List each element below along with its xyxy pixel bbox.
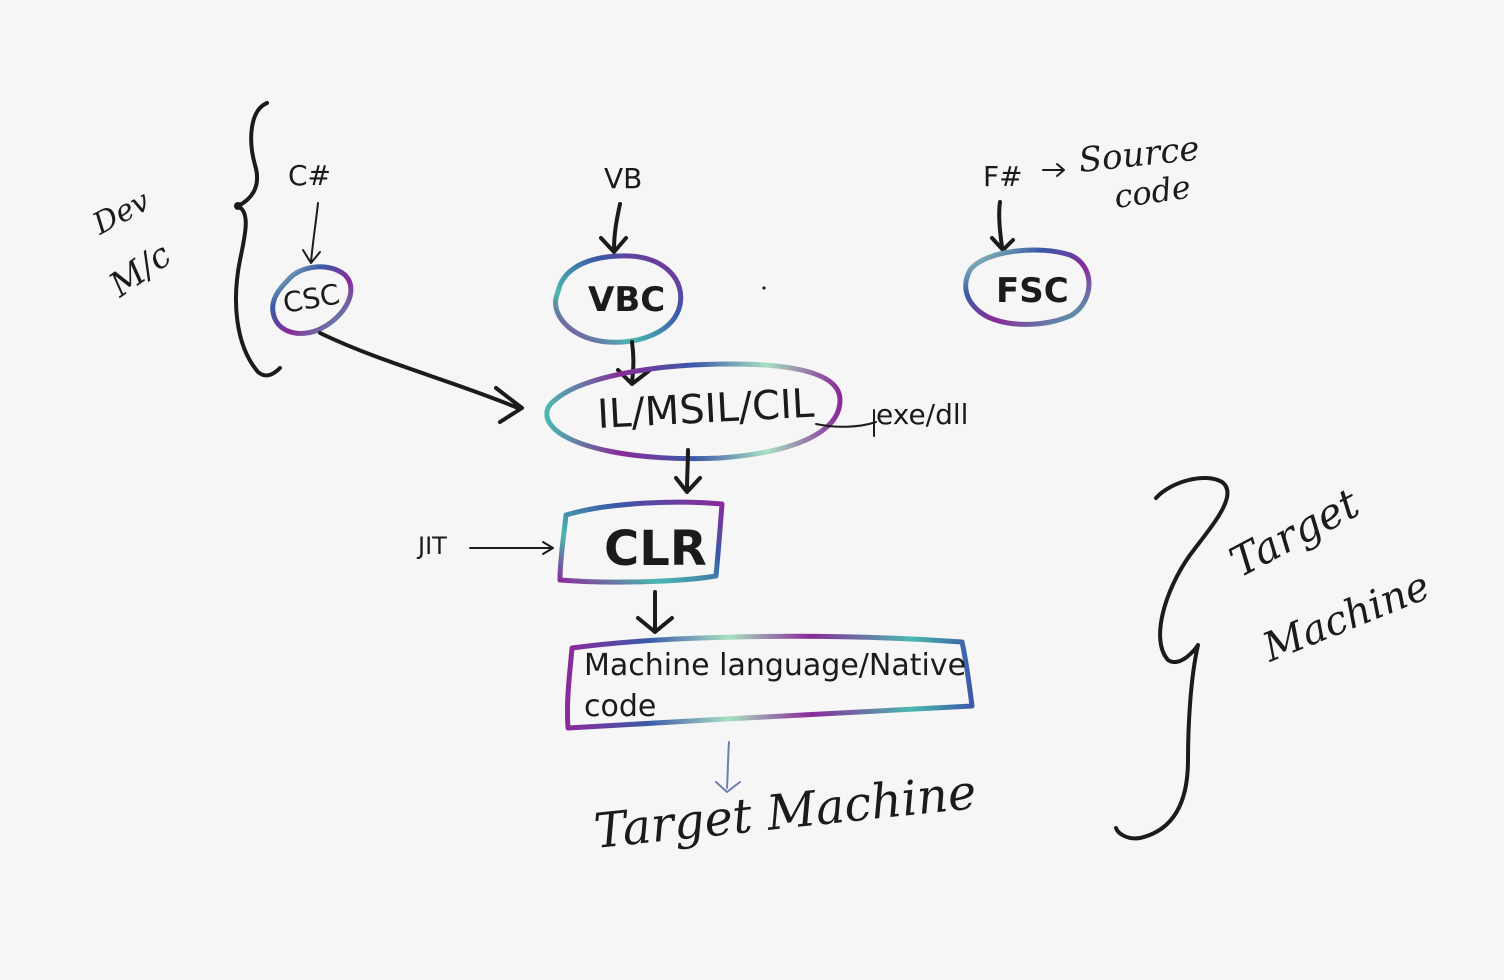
- arrow-vbc-to-il: [616, 340, 652, 386]
- dev-machine-label-line1: Dev: [86, 184, 155, 243]
- arrow-native-to-target: [715, 741, 741, 793]
- arrow-il-to-clr: [674, 448, 702, 494]
- csc-label: CSC: [280, 278, 342, 320]
- il-ellipse: [544, 361, 843, 462]
- dev-machine-label-line2: M/c: [101, 235, 178, 306]
- fsc-ellipse: [963, 247, 1092, 327]
- target-machine-side-label-line2: Machine: [1256, 563, 1437, 672]
- native-code: Machine language/Native code: [564, 633, 975, 731]
- native-code-box: [564, 633, 975, 731]
- compiler-fsc: FSC: [963, 247, 1092, 327]
- exe-dll-connector: [815, 409, 877, 437]
- clr-box: [557, 499, 725, 585]
- clr-runtime: CLR JIT: [416, 499, 725, 585]
- exe-dll-label: exe/dll: [876, 398, 968, 431]
- arrow-csharp-to-csc: [302, 202, 321, 264]
- language-vb: VB: [604, 162, 642, 195]
- native-code-line2: code: [584, 689, 656, 724]
- arrow-jit-to-clr: [469, 541, 554, 555]
- arrow-vb-to-vbc: [599, 202, 628, 254]
- vbc-ellipse: [553, 253, 684, 345]
- jit-label: JIT: [416, 532, 447, 560]
- source-code-arrow: [1042, 163, 1065, 177]
- arrow-clr-to-native: [636, 590, 674, 634]
- dev-machine-group: Dev M/c: [86, 101, 282, 378]
- target-machine-group: Target Machine: [1114, 476, 1437, 841]
- arrow-csc-to-il: [318, 331, 524, 424]
- fsc-label: FSC: [996, 271, 1069, 311]
- csc-ellipse: [270, 264, 354, 336]
- intermediate-language: IL/MSIL/CIL exe/dll: [544, 361, 968, 462]
- language-csharp: C#: [288, 159, 331, 192]
- stray-dot: [762, 286, 766, 290]
- target-machine-bottom-label: Target Machine: [591, 764, 979, 860]
- native-code-line1: Machine language/Native: [584, 648, 966, 683]
- language-fsharp: F#: [983, 160, 1023, 193]
- target-machine-brace: [1114, 476, 1230, 841]
- arrow-fsharp-to-fsc: [990, 200, 1015, 252]
- compiler-vbc: VBC: [553, 253, 684, 345]
- target-machine-side-label-line1: Target: [1222, 478, 1367, 586]
- il-label: IL/MSIL/CIL: [596, 381, 816, 438]
- brace-knot: [234, 202, 242, 210]
- compiler-csc: CSC: [270, 264, 354, 336]
- clr-label: CLR: [604, 521, 707, 577]
- dev-machine-brace: [234, 101, 282, 378]
- source-code-annotation: Source code: [1042, 129, 1201, 216]
- vbc-label: VBC: [588, 280, 665, 320]
